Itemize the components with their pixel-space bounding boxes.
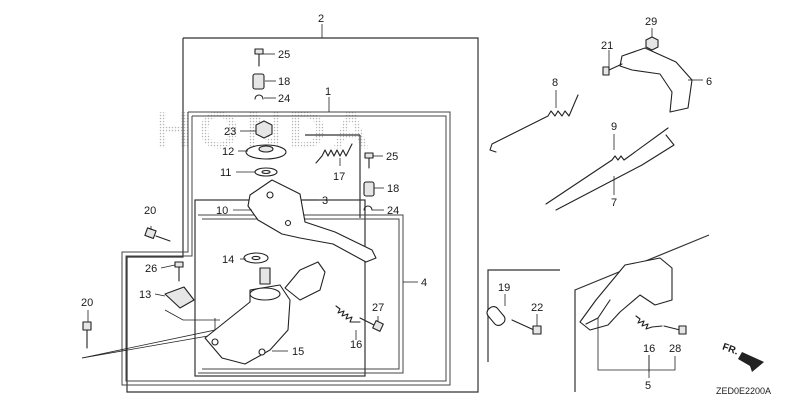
parts: [82, 36, 764, 372]
callout-11: 11: [220, 167, 231, 179]
callout-19: 19: [498, 282, 510, 294]
lever-assembly-5: [579, 257, 673, 331]
bracket-6: [619, 47, 693, 113]
assembly-frames: [121, 37, 710, 393]
callout-20-lower: 20: [81, 297, 93, 309]
clamp-13: [164, 286, 195, 309]
callout-26: 26: [145, 263, 157, 275]
callout-9: 9: [611, 121, 617, 133]
spring-17: [315, 143, 353, 164]
spring-16-mid: [335, 305, 361, 323]
assembly-1-frame-inner: [125, 115, 447, 382]
nut-23: [255, 120, 273, 139]
callout-24-top: 24: [278, 93, 290, 105]
bolt-25-top: [254, 48, 264, 67]
collar-19: [486, 305, 506, 327]
control-lever-10: [247, 179, 377, 263]
nut-29: [645, 36, 659, 51]
callout-24-mid: 24: [387, 205, 399, 217]
callout-22: 22: [531, 302, 543, 314]
callout-23: 23: [224, 126, 236, 138]
clip-24-mid: [363, 205, 373, 211]
cable-7: [545, 127, 675, 211]
callout-12: 12: [222, 146, 234, 158]
bolt-20-lower: [82, 321, 92, 349]
collar-18-mid: [363, 181, 375, 197]
callout-21: 21: [601, 40, 613, 52]
clip-24-top: [254, 94, 264, 100]
diagram-code: ZED0E2200A: [716, 386, 771, 396]
callout-8: 8: [552, 77, 558, 89]
spring-8: [489, 94, 579, 153]
base-plate-15: [204, 284, 291, 365]
bolt-27: [359, 317, 384, 332]
callout-25-top: 25: [278, 49, 290, 61]
callout-29: 29: [645, 16, 657, 28]
screw-21: [602, 63, 623, 76]
callout-20-upper: 20: [144, 205, 156, 217]
callout-16-inset: 16: [643, 343, 655, 355]
collar-18-top: [252, 73, 265, 90]
inset-5-frame: [574, 234, 710, 392]
callout-14: 14: [222, 254, 234, 266]
leader-lines: [81, 24, 703, 378]
front-arrow: [738, 352, 764, 372]
callout-18-top: 18: [278, 76, 290, 88]
callout-10: 10: [216, 205, 228, 217]
callout-13: 13: [139, 289, 151, 301]
callout-25-mid: 25: [386, 151, 398, 163]
callout-3: 3: [322, 195, 328, 207]
inset-19-22-frame: [487, 269, 560, 362]
callout-18-mid: 18: [387, 183, 399, 195]
callout-16-mid: 16: [350, 339, 362, 351]
callout-28: 28: [669, 343, 681, 355]
lever-bracket: [284, 261, 326, 301]
front-marker-label: FR.: [721, 342, 740, 358]
callout-27: 27: [372, 302, 384, 314]
bolt-26: [174, 261, 184, 282]
bolt-25-mid: [364, 152, 374, 169]
callout-5: 5: [645, 380, 651, 392]
callout-2: 2: [318, 13, 324, 25]
assembly-1-frame: [121, 111, 451, 386]
bolt-20-upper: [144, 227, 171, 242]
spring-16-inset: [635, 315, 663, 330]
callout-15: 15: [292, 346, 304, 358]
callout-1: 1: [325, 86, 331, 98]
callout-7: 7: [611, 197, 617, 209]
assembly-2-frame: [126, 37, 479, 393]
callouts: 2 1 25 18 24 23 12 11 10 3 4 17 25 18 24…: [81, 13, 712, 392]
bolt-28: [663, 325, 687, 335]
callout-4: 4: [421, 277, 427, 289]
callout-6: 6: [706, 76, 712, 88]
callout-17: 17: [333, 171, 345, 183]
